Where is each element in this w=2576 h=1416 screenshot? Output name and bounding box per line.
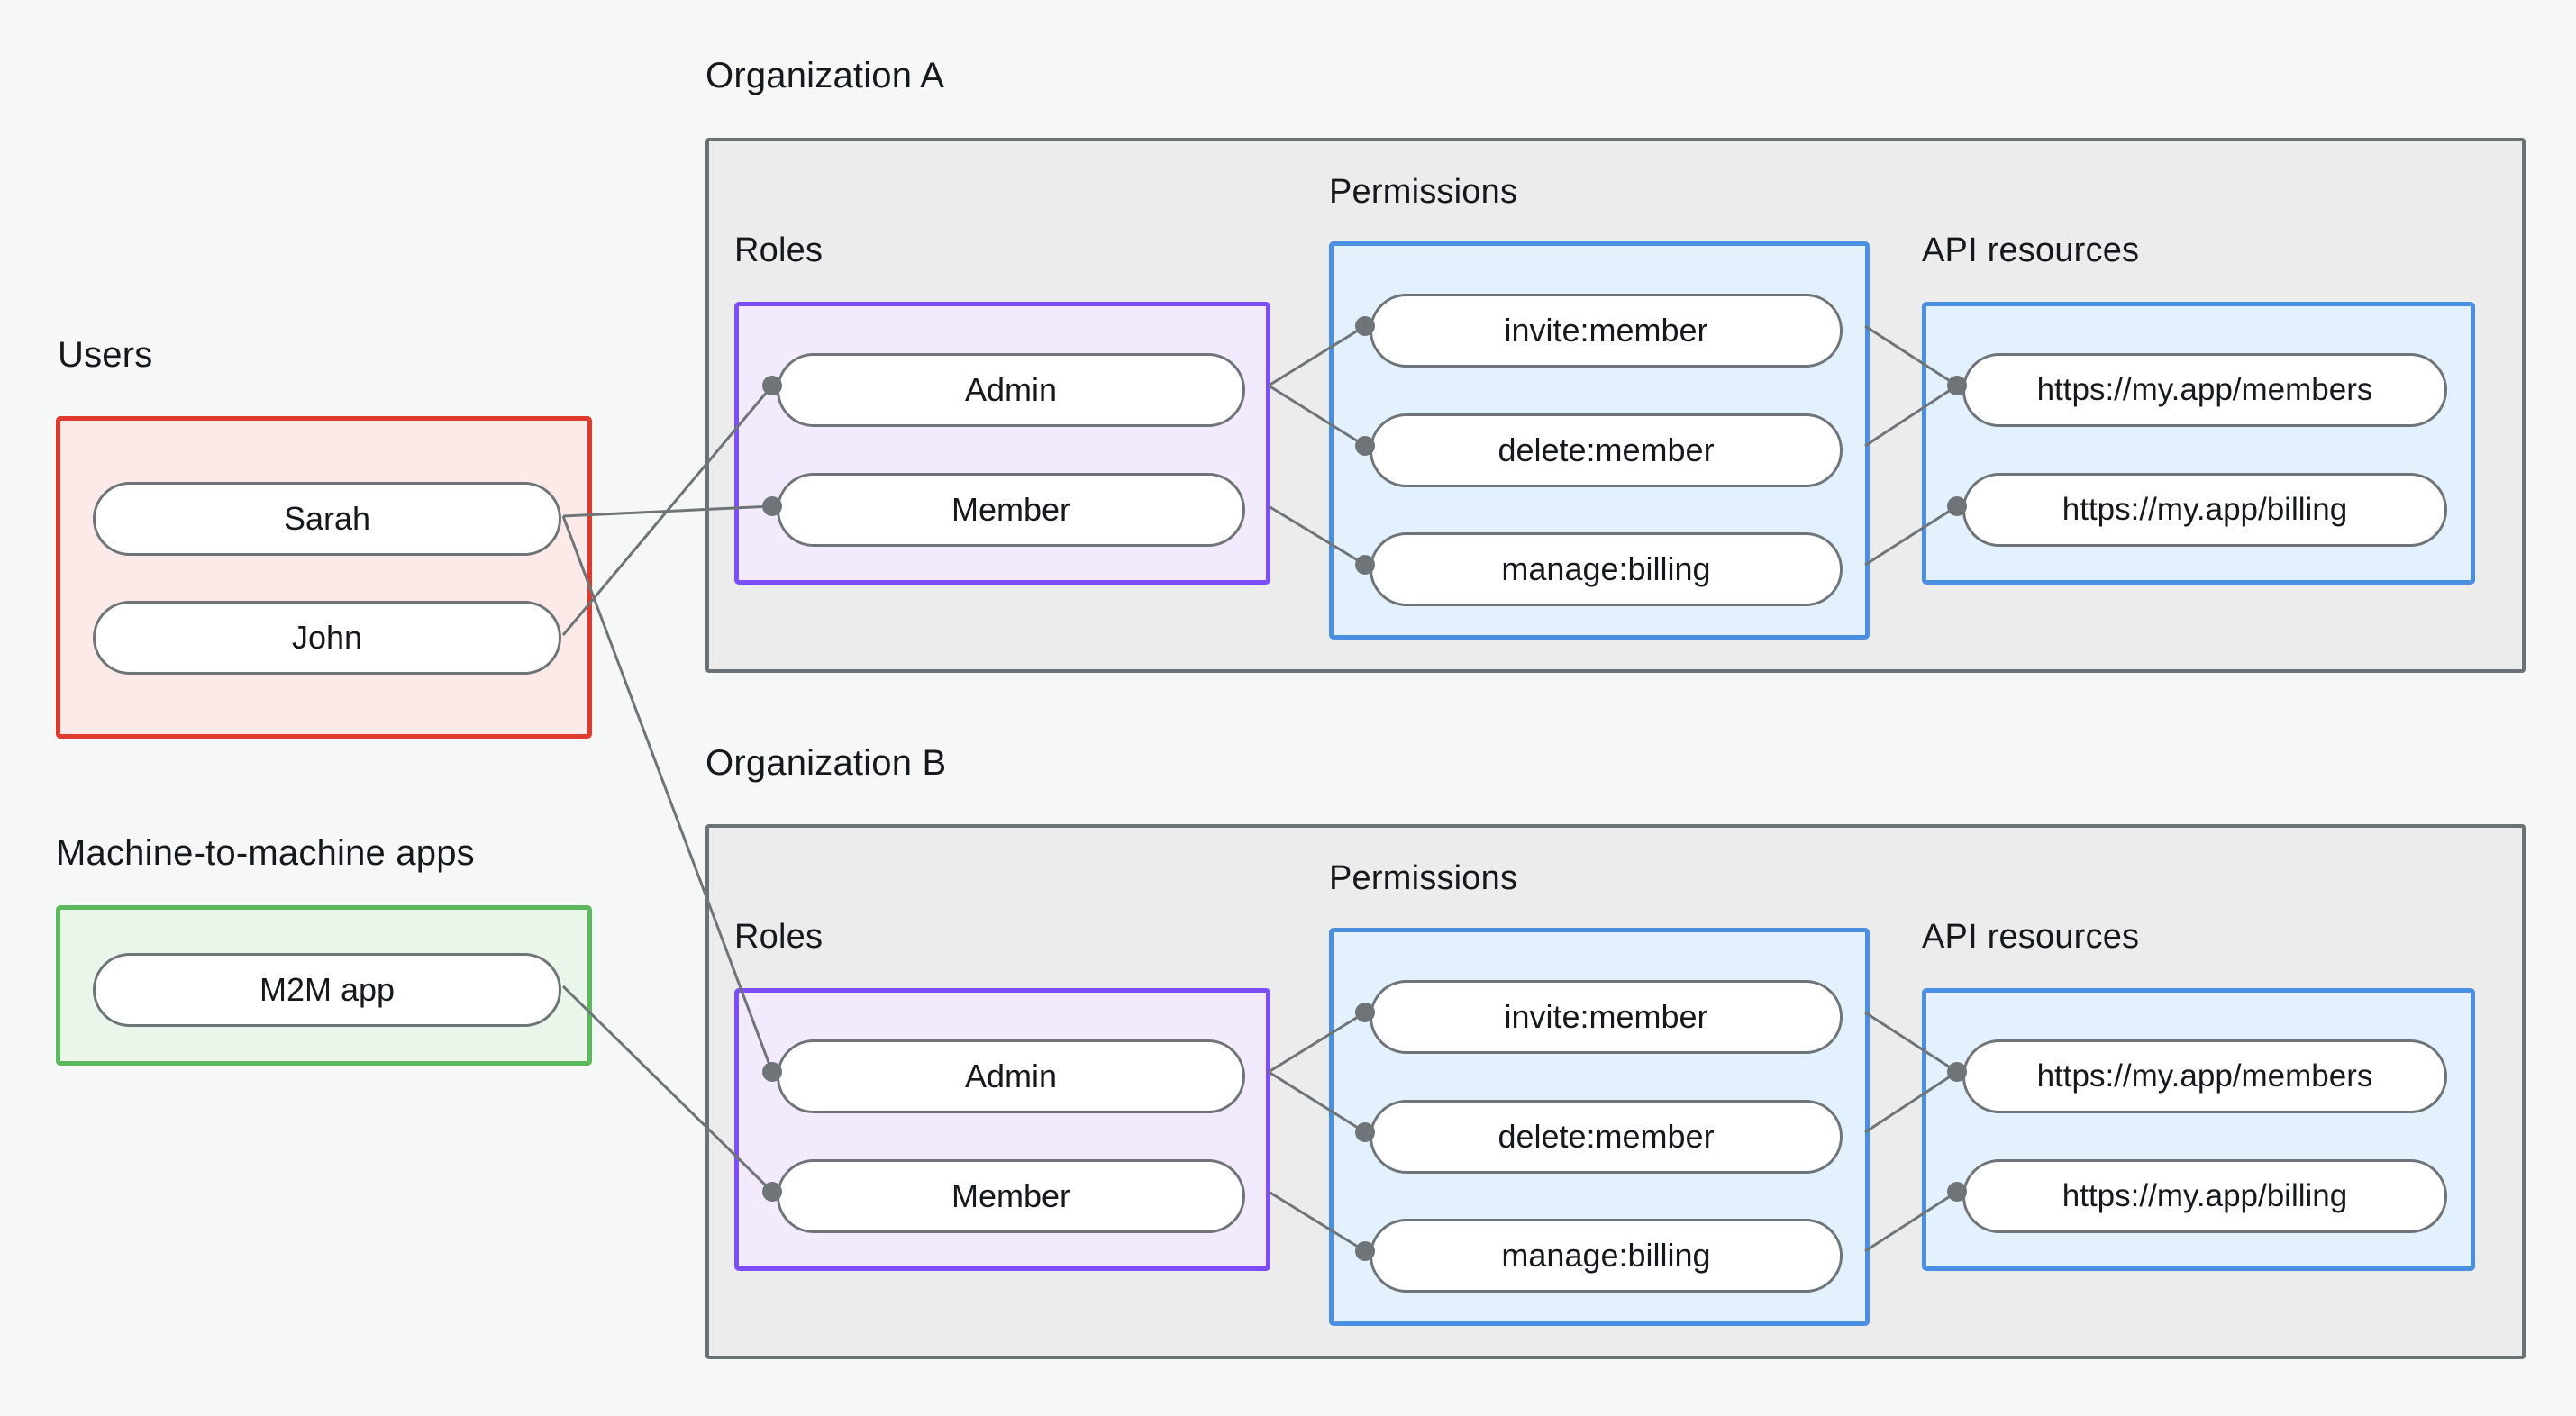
org-b-roles-label: Roles <box>734 918 824 956</box>
users-container: Sarah John <box>56 416 592 739</box>
m2m-container: M2M app <box>56 905 592 1066</box>
node-org-a-permission-delete-member[interactable]: delete:member <box>1370 413 1843 487</box>
org-b-permissions-container: invite:member delete:member manage:billi… <box>1329 928 1870 1326</box>
org-a-api-resources-label: API resources <box>1922 231 2140 269</box>
m2m-group-label: Machine-to-machine apps <box>56 833 475 873</box>
node-user-john[interactable]: John <box>93 601 561 675</box>
org-a-roles-container: Admin Member <box>734 302 1270 585</box>
node-user-sarah[interactable]: Sarah <box>93 482 561 556</box>
node-org-a-role-admin[interactable]: Admin <box>777 353 1245 427</box>
org-a-permissions-label: Permissions <box>1329 173 1518 211</box>
node-org-a-api-billing[interactable]: https://my.app/billing <box>1962 473 2447 547</box>
org-b-roles-container: Admin Member <box>734 988 1270 1271</box>
node-org-b-permission-delete-member[interactable]: delete:member <box>1370 1100 1843 1174</box>
node-org-b-role-member[interactable]: Member <box>777 1159 1245 1233</box>
org-a-label: Organization A <box>705 56 945 95</box>
org-a-roles-label: Roles <box>734 231 824 269</box>
org-b-label: Organization B <box>705 743 947 783</box>
org-a-permissions-container: invite:member delete:member manage:billi… <box>1329 241 1870 640</box>
node-org-a-api-members[interactable]: https://my.app/members <box>1962 353 2447 427</box>
node-org-b-role-admin[interactable]: Admin <box>777 1039 1245 1113</box>
node-m2m-app[interactable]: M2M app <box>93 953 561 1027</box>
org-a-api-resources-container: https://my.app/members https://my.app/bi… <box>1922 302 2475 585</box>
node-org-a-permission-manage-billing[interactable]: manage:billing <box>1370 532 1843 606</box>
node-org-b-api-billing[interactable]: https://my.app/billing <box>1962 1159 2447 1233</box>
org-b-api-resources-label: API resources <box>1922 918 2140 956</box>
node-org-b-api-members[interactable]: https://my.app/members <box>1962 1039 2447 1113</box>
node-org-a-permission-invite-member[interactable]: invite:member <box>1370 294 1843 368</box>
node-org-b-permission-manage-billing[interactable]: manage:billing <box>1370 1219 1843 1293</box>
node-org-a-role-member[interactable]: Member <box>777 473 1245 547</box>
org-b-permissions-label: Permissions <box>1329 859 1518 897</box>
users-group-label: Users <box>58 335 153 375</box>
org-b-api-resources-container: https://my.app/members https://my.app/bi… <box>1922 988 2475 1271</box>
node-org-b-permission-invite-member[interactable]: invite:member <box>1370 980 1843 1054</box>
